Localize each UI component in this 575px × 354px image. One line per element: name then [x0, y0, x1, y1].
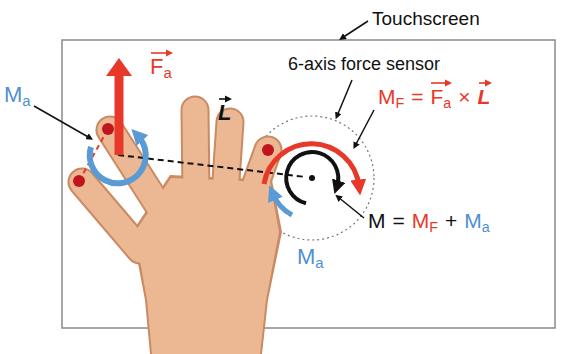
subscript: F — [429, 219, 438, 235]
symbol: M — [368, 209, 386, 232]
vector-term: Fa — [430, 84, 451, 112]
symbol: F — [150, 54, 163, 79]
fingertip-dot — [102, 123, 114, 135]
vector-term: L — [218, 100, 231, 126]
region-label: 6-axis force sensor — [288, 54, 440, 75]
touchscreen-outline — [62, 40, 555, 328]
symbol: F — [430, 85, 443, 108]
formula: Fa — [150, 54, 172, 82]
fingertip-dot — [73, 175, 85, 187]
subscript: a — [22, 92, 30, 109]
operator: = — [393, 209, 405, 232]
symbol: M — [4, 82, 22, 107]
moment-arrow — [90, 136, 146, 183]
subscript: a — [443, 95, 451, 111]
formula: MF=Fa×L — [378, 84, 490, 112]
symbol: M — [378, 85, 396, 108]
subscript: F — [396, 95, 405, 111]
leader-line — [337, 80, 352, 116]
hand — [82, 110, 282, 354]
operator: × — [458, 85, 470, 108]
region-label: Touchscreen — [372, 8, 480, 30]
leader-line — [34, 106, 90, 138]
symbol: L — [218, 100, 231, 125]
fingertip-dot — [262, 144, 274, 156]
force-arrowhead — [106, 58, 132, 76]
sensor-region: 6-axis force sensor — [250, 116, 374, 240]
symbol: L — [478, 85, 491, 108]
formula: M=MF+Ma — [368, 208, 490, 236]
formula: Ma — [4, 82, 31, 110]
subscript: a — [315, 254, 323, 271]
vector-term: Fa — [150, 54, 172, 82]
formula: Ma — [297, 244, 324, 272]
symbol: M — [412, 209, 430, 232]
symbol: M — [297, 244, 315, 269]
sensor-center — [309, 175, 315, 181]
operator: = — [411, 85, 423, 108]
moment-arrow — [273, 194, 292, 215]
operator: + — [445, 209, 457, 232]
symbol: M — [464, 209, 482, 232]
leader-line — [355, 110, 374, 146]
moment-arrow — [286, 152, 338, 203]
leader-line — [338, 197, 364, 218]
subscript: a — [163, 64, 171, 81]
vector-term: L — [478, 84, 491, 109]
subscript: a — [482, 219, 490, 235]
formula: L — [218, 100, 231, 126]
leader-line — [342, 21, 368, 38]
force-arrow — [115, 74, 124, 155]
